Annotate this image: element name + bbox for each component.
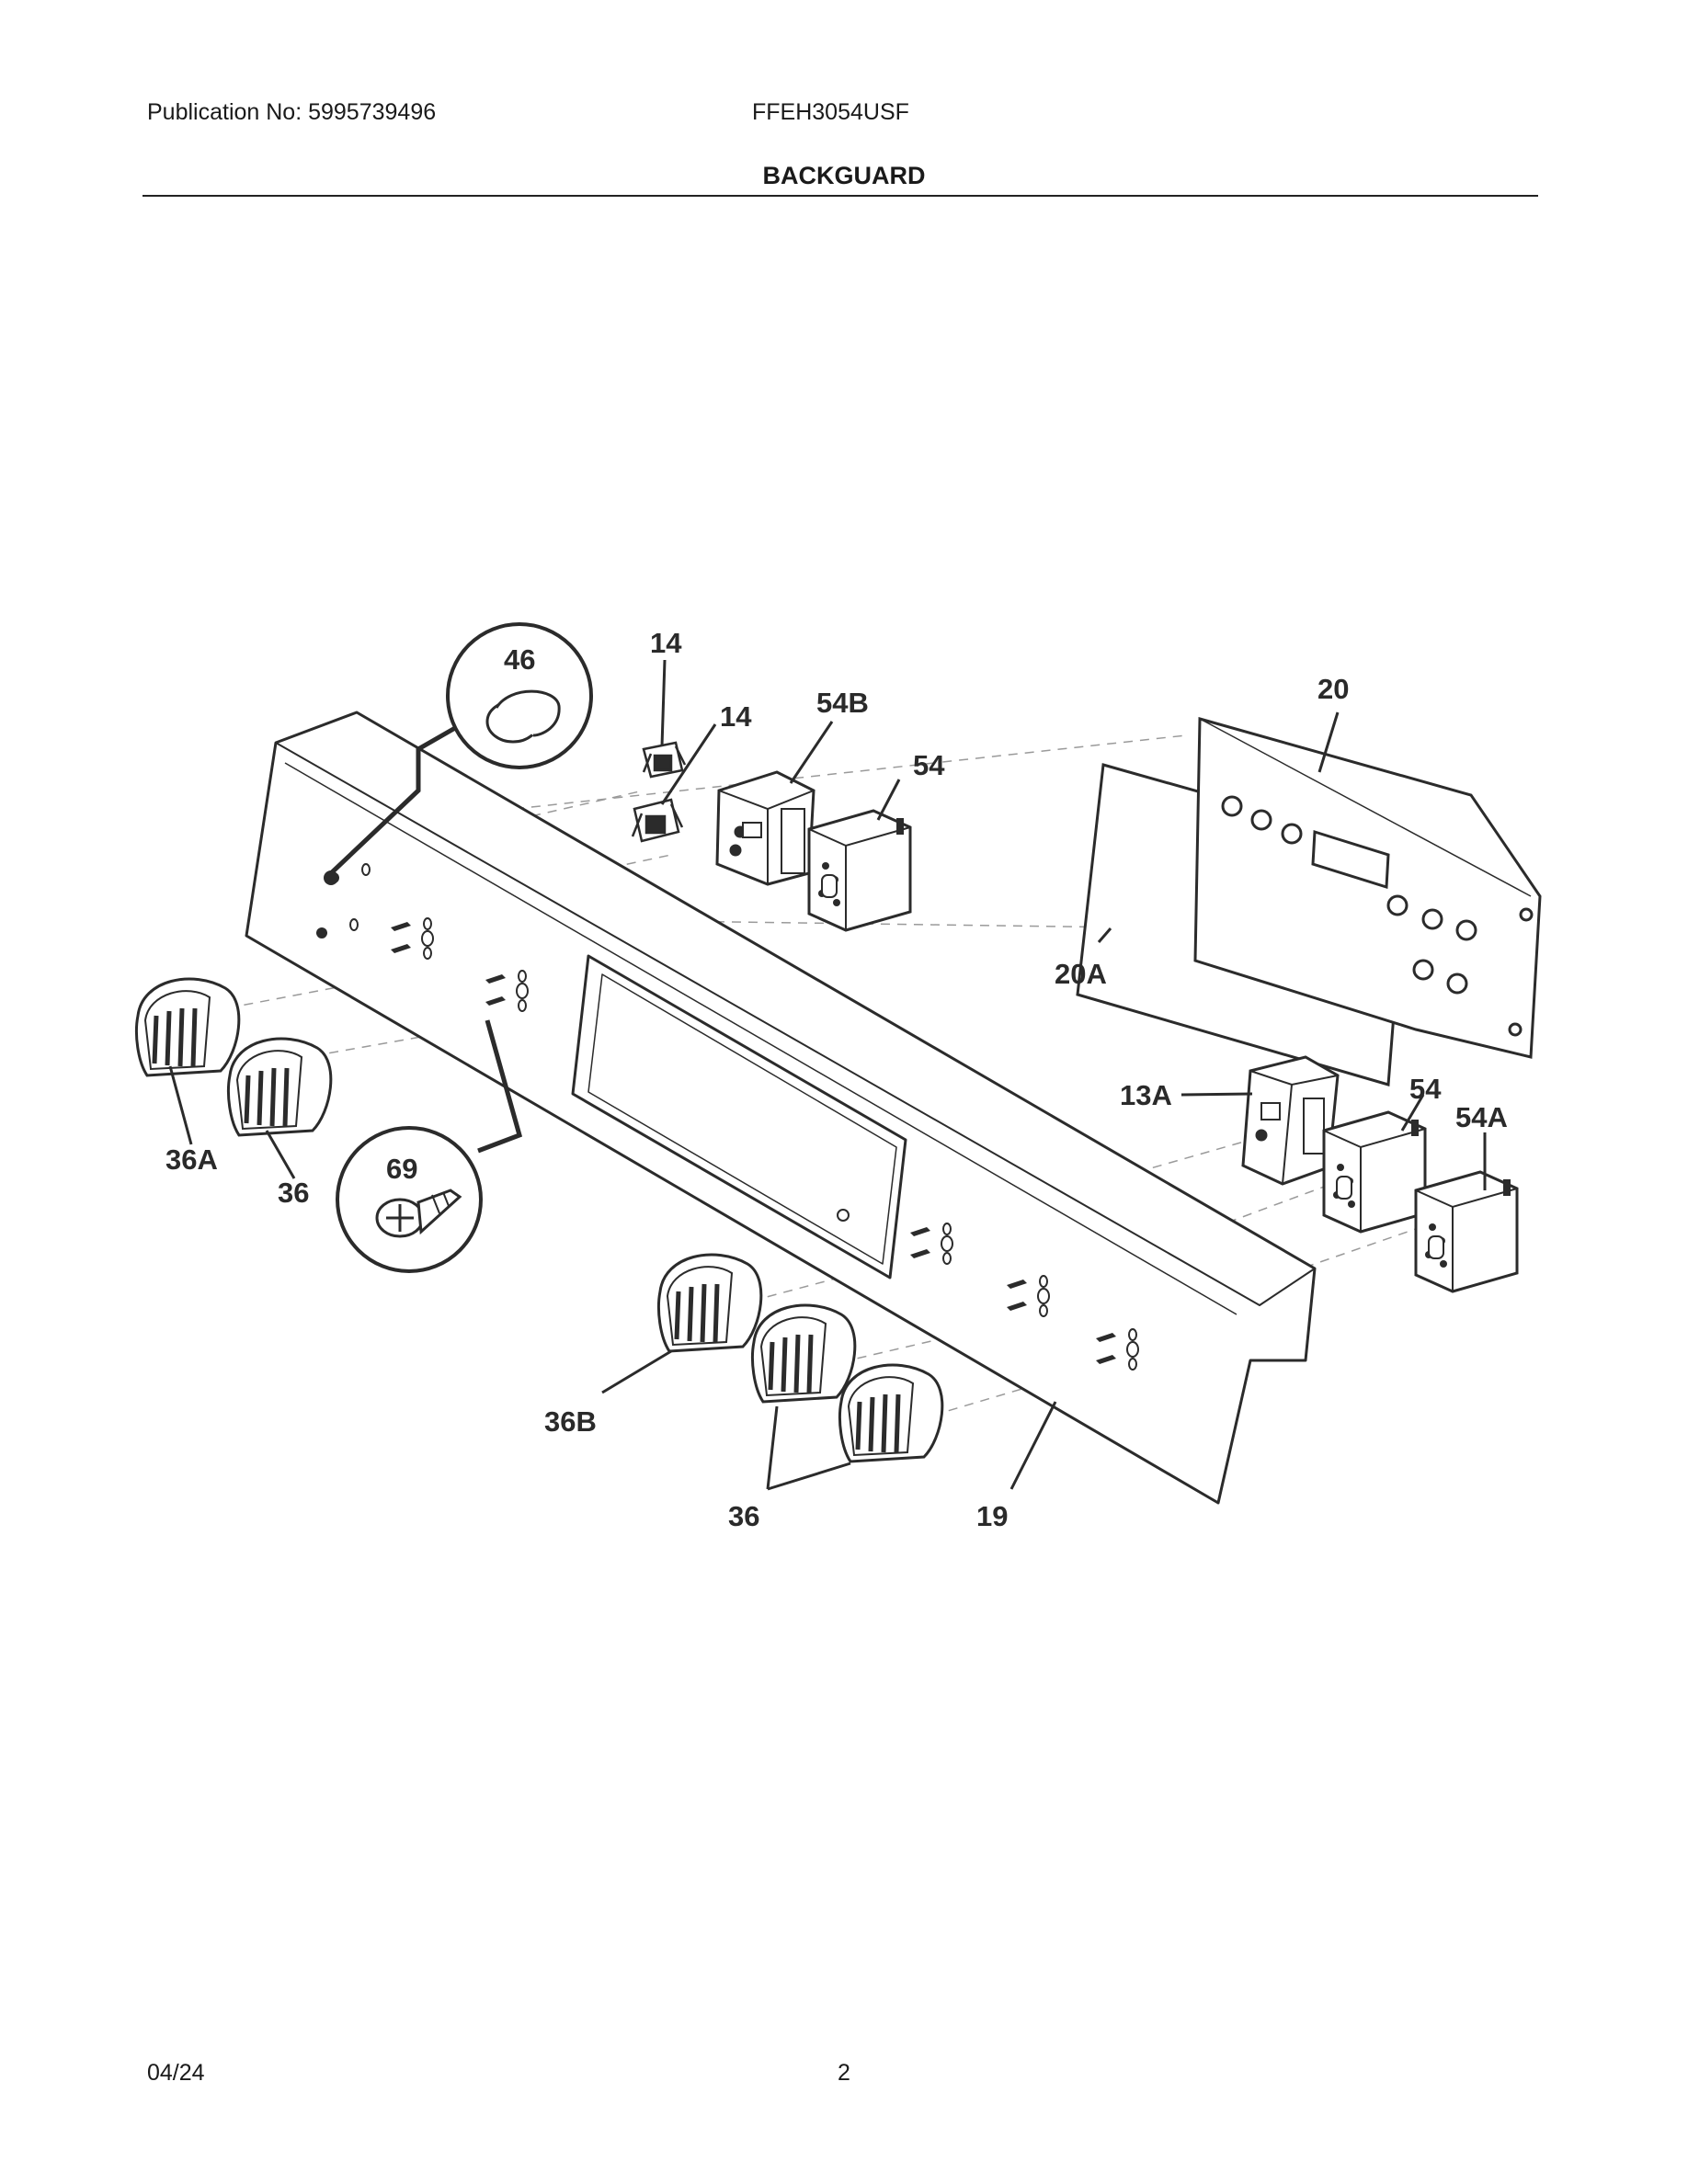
- knob-36-right: [839, 1365, 941, 1462]
- callout-36-bottom: 36: [728, 1500, 759, 1532]
- callout-20a: 20A: [1055, 958, 1107, 990]
- publication-date: 04/24: [147, 2060, 205, 2086]
- callout-36-left: 36: [278, 1177, 309, 1209]
- callout-36b: 36B: [544, 1405, 597, 1438]
- callout-54b: 54B: [816, 687, 869, 719]
- infinite-switch-14: [631, 741, 687, 843]
- knob-36-left: [228, 1039, 330, 1135]
- callout-54-mid: 54: [1409, 1073, 1442, 1105]
- publication-number: Publication No: 5995739496: [147, 99, 437, 125]
- knob-36-center: [752, 1305, 854, 1402]
- backguard-panel: [245, 711, 1317, 1505]
- switch-54-top: [807, 809, 912, 932]
- switch-54b: [715, 770, 815, 886]
- leader-lines: [168, 659, 1487, 1491]
- page-title: BACKGUARD: [762, 162, 926, 189]
- callout-69: 69: [386, 1153, 417, 1185]
- callout-20: 20: [1317, 673, 1349, 705]
- callout-54a: 54A: [1455, 1101, 1508, 1133]
- callout-19: 19: [976, 1500, 1008, 1532]
- callout-36a: 36A: [165, 1143, 218, 1176]
- switch-54a: [1414, 1170, 1519, 1293]
- callout-14-lower: 14: [720, 700, 752, 733]
- callout-14-upper: 14: [650, 627, 682, 659]
- detail-circle-46: [324, 622, 593, 885]
- knob-36a: [136, 979, 238, 1075]
- model-number: FFEH3054USF: [752, 99, 909, 125]
- page-number: 2: [838, 2060, 850, 2086]
- knob-36b: [658, 1255, 760, 1351]
- callout-46: 46: [504, 643, 535, 676]
- switch-54-mid: [1322, 1110, 1427, 1234]
- control-board-20: [1193, 717, 1542, 1059]
- callout-54-top: 54: [913, 749, 945, 781]
- detail-circle-69: [336, 1019, 523, 1273]
- callout-13a: 13A: [1120, 1079, 1172, 1111]
- header-divider: [143, 195, 1538, 197]
